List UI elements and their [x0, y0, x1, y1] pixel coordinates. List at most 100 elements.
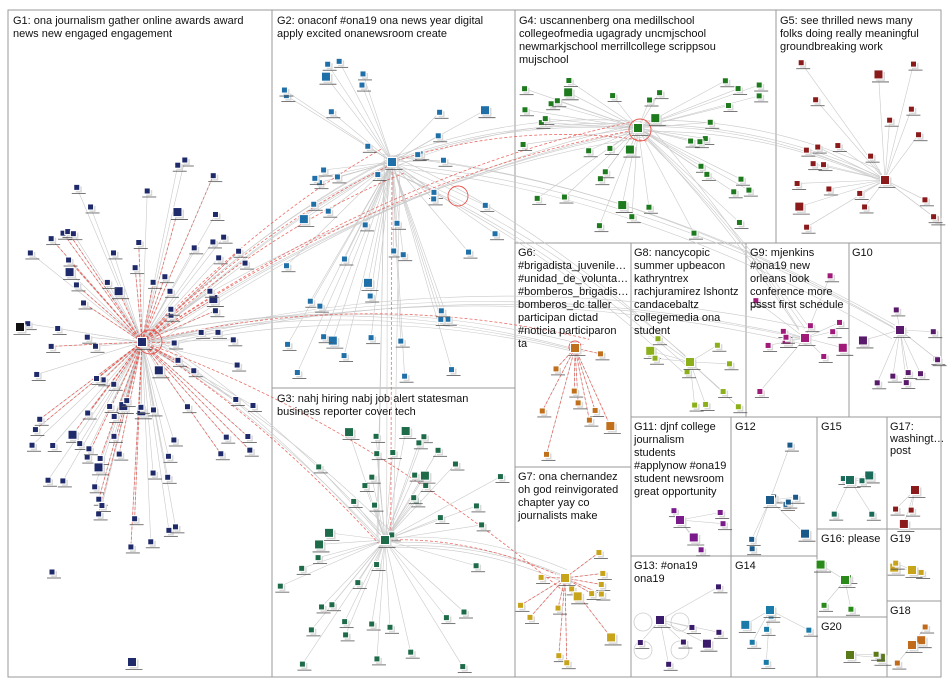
node-g16-3 — [845, 605, 860, 616]
hub-node-g18 — [905, 640, 923, 653]
edge-g1-67 — [31, 341, 143, 446]
node-g1-20 — [133, 239, 148, 249]
node-g13-6 — [686, 623, 701, 634]
node-g5-15 — [854, 189, 869, 200]
node-g20-1 — [871, 650, 886, 661]
cross-edge-11-1 — [641, 134, 806, 329]
node-g10-3 — [903, 369, 918, 379]
edge-g5-17 — [884, 64, 914, 181]
edge-g1-86 — [141, 291, 171, 343]
red-edge-g1-39 — [134, 267, 143, 343]
node-g7-4 — [597, 569, 612, 580]
edge-g1-64 — [52, 341, 143, 446]
hub-node-g15 — [843, 475, 861, 488]
node-g3-21 — [471, 562, 486, 573]
label-g9-line2: #ona19 new — [750, 260, 810, 272]
cross-edge-5-2 — [151, 324, 572, 352]
edge-g3-0 — [328, 532, 386, 541]
cross-edge-8-1 — [382, 167, 683, 372]
node-g3-14 — [326, 601, 341, 612]
node-g7-5 — [596, 581, 611, 591]
label-g5-line3: groundbreaking work — [780, 41, 883, 53]
red-edge-g6-5 — [574, 347, 601, 355]
label-g7: G7: ona chernandez oh god reinvigorated … — [517, 471, 621, 522]
edge-g4-2 — [637, 127, 750, 191]
hub-node-g3 — [378, 535, 396, 548]
node-g1-6 — [148, 278, 163, 289]
edge-g5-10 — [884, 134, 919, 181]
node-g15-1 — [857, 477, 872, 488]
node-g1-87 — [71, 183, 86, 194]
node-g1-71 — [96, 502, 111, 512]
edge-g1-72 — [141, 341, 169, 457]
red-edge-g7-2 — [529, 577, 566, 618]
node-g4-28 — [532, 194, 547, 205]
hub-node-g8 — [683, 357, 701, 370]
node-g3-35 — [371, 561, 386, 571]
cross-edge-7-2 — [645, 119, 880, 171]
node-g16-0 — [814, 559, 832, 573]
node-g5-18 — [928, 213, 943, 224]
node-g1-bottom — [125, 657, 143, 670]
node-g4-10 — [685, 137, 700, 148]
node-g1-65 — [43, 476, 58, 487]
node-g14-0 — [738, 619, 756, 633]
cross-edge-3-2 — [385, 119, 641, 161]
red-edge-g6-2 — [574, 347, 596, 411]
node-g7-8 — [561, 659, 576, 670]
cross-edge-3-3 — [398, 123, 638, 166]
edge-g3-43 — [384, 476, 501, 541]
edge-g2-49 — [287, 161, 393, 345]
node-g7-6 — [593, 549, 608, 559]
node-g7-3 — [536, 573, 551, 584]
hub-node-g11 — [673, 515, 691, 528]
node-g1-93 — [228, 336, 243, 347]
node-g3-39 — [275, 582, 290, 593]
edge-g5-16 — [806, 179, 886, 228]
node-g10-9 — [932, 356, 947, 367]
edge-g2-42 — [323, 161, 393, 337]
edge-g4-23 — [637, 127, 740, 223]
red-edge-g1-5 — [118, 341, 143, 455]
edge-g3-33 — [384, 430, 406, 541]
node-g3-2 — [366, 620, 381, 631]
node-g2-26 — [490, 230, 505, 241]
edge-g3-37 — [384, 539, 412, 653]
node-g3-43 — [495, 473, 510, 483]
label-g1: G1: ona journalism gather online awards … — [13, 15, 247, 40]
red-edge-g1-31 — [141, 341, 249, 437]
node-g13-2 — [713, 628, 728, 639]
edge-g1-94 — [88, 341, 143, 449]
node-g4-9 — [595, 175, 610, 186]
g13-loop-1 — [670, 612, 690, 632]
label-g6-line3: #unidad_de_volunta… — [518, 273, 628, 285]
node-g11-0 — [687, 532, 705, 546]
node-g3-5 — [435, 514, 450, 525]
edge-g13-4 — [659, 586, 719, 621]
node-g1-16 — [159, 273, 174, 284]
node-g4-8 — [594, 222, 609, 233]
node-g1-58 — [85, 203, 100, 214]
cross-edge-9-1 — [132, 301, 802, 347]
label-g8-line6: collegemedia ona — [634, 312, 721, 324]
edge-g8-2 — [689, 361, 706, 405]
label-g1-line1: G1: ona journalism gather online awards … — [13, 15, 244, 27]
edge-g4-39 — [637, 127, 742, 180]
edge-g10-2 — [876, 329, 901, 383]
node-g5-19 — [808, 160, 823, 171]
node-g1-73 — [170, 523, 185, 534]
node-g1-36 — [244, 446, 259, 457]
cross-edge-5-3 — [147, 315, 585, 352]
node-g5-12 — [859, 203, 874, 214]
node-g19-2 — [890, 559, 905, 570]
edge-g3-26 — [345, 539, 386, 636]
node-g3-23 — [458, 608, 473, 619]
node-g5-20 — [812, 143, 827, 154]
edge-g2-27 — [284, 89, 393, 163]
edge-g4-26 — [612, 95, 639, 129]
label-g5-line1: G5: see thrilled news many — [780, 15, 913, 27]
cross-edge-4-3 — [386, 158, 388, 534]
node-g2-36 — [339, 352, 354, 362]
edge-g2-14 — [327, 64, 393, 163]
edge-g3-28 — [302, 539, 386, 665]
